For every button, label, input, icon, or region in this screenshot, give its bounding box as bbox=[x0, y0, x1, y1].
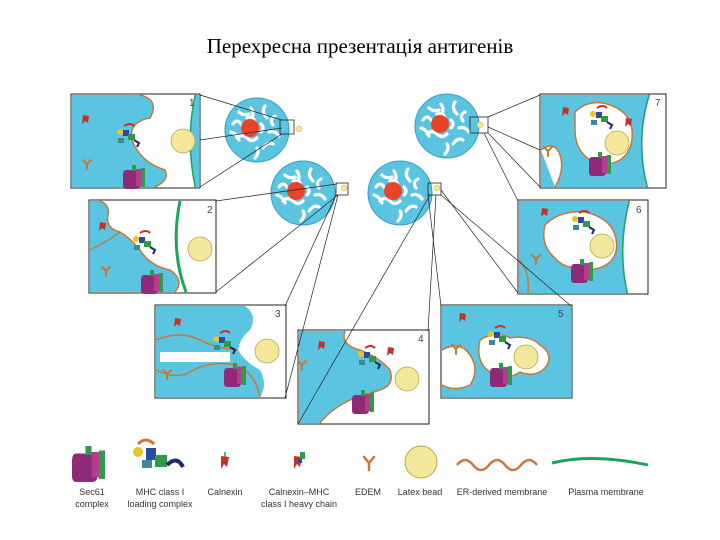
panel-6: 6 bbox=[517, 199, 649, 295]
panel-1: 1 bbox=[70, 93, 201, 189]
zoom-connector-lines bbox=[199, 94, 572, 425]
legend-label-edem: EDEM bbox=[354, 487, 381, 497]
panel-3: 3 bbox=[154, 304, 287, 399]
cell-panel-1 bbox=[223, 96, 303, 164]
panel-number-5: 5 bbox=[558, 309, 564, 320]
panel-7: 7 bbox=[539, 93, 667, 189]
legend-label-calnexin: Calnexin bbox=[207, 487, 243, 497]
legend-label-plasma-membrane: Plasma membrane bbox=[568, 487, 644, 497]
panel-5: 5 bbox=[440, 304, 573, 399]
legend-label-sec61: Sec61 complex bbox=[75, 487, 109, 509]
panel-number-4: 4 bbox=[418, 334, 424, 345]
panel-number-6: 6 bbox=[636, 205, 642, 216]
mhc-loading-complex-icon bbox=[133, 438, 185, 468]
plasma-membrane-icon bbox=[551, 457, 649, 467]
cell-panels-3-4-5 bbox=[366, 159, 442, 227]
er-membrane-icon bbox=[456, 458, 538, 472]
calnexin-icon bbox=[221, 452, 229, 469]
legend-label-mhc-loading: MHC class I loading complex bbox=[127, 487, 193, 509]
sec61-complex-icon bbox=[72, 446, 105, 482]
legend-label-latex-bead: Latex bead bbox=[397, 487, 443, 497]
cell-panels-6-7 bbox=[413, 92, 489, 160]
latex-bead-icon bbox=[404, 445, 438, 479]
cell-panel-2 bbox=[269, 159, 349, 227]
panel-4: 4 bbox=[297, 329, 430, 425]
panel-number-1: 1 bbox=[189, 98, 195, 109]
panel-number-7: 7 bbox=[655, 98, 661, 109]
panel-2: 2 bbox=[88, 199, 217, 294]
legend-icons bbox=[72, 438, 649, 482]
panel-number-2: 2 bbox=[207, 205, 213, 216]
legend-label-calnexin-mhc: Calnexin–MHC class I heavy chain bbox=[260, 487, 338, 509]
legend-label-er-membrane: ER-derived membrane bbox=[456, 487, 548, 497]
edem-icon bbox=[362, 455, 376, 472]
panel-number-3: 3 bbox=[275, 309, 281, 320]
calnexin-mhc-icon bbox=[294, 452, 305, 469]
slide-title: Перехресна презентація антигенів bbox=[206, 34, 514, 58]
